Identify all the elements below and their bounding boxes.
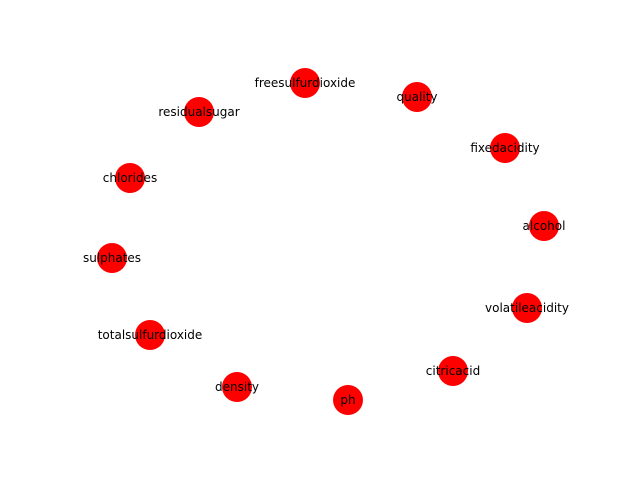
node-totalsulfurdioxide [135, 320, 165, 350]
node-fixedacidity [490, 133, 520, 163]
node-citricacid [438, 356, 468, 386]
node-label-chlorides: chlorides [103, 171, 157, 185]
node-label-citricacid: citricacid [426, 364, 480, 378]
node-label-ph: ph [340, 393, 355, 407]
node-freesulfurdioxide [290, 68, 320, 98]
node-label-freesulfurdioxide: freesulfurdioxide [255, 76, 356, 90]
node-label-volatileacidity: volatileacidity [485, 301, 569, 315]
node-ph [333, 385, 363, 415]
node-label-residualsugar: residualsugar [158, 105, 239, 119]
node-label-density: density [215, 380, 259, 394]
nodes-layer [97, 68, 559, 415]
labels-layer: freesulfurdioxide quality residualsugar fix… [83, 76, 569, 407]
node-label-fixedacidity: fixedacidity [470, 141, 539, 155]
node-quality [402, 82, 432, 112]
node-label-quality: quality [396, 90, 437, 104]
node-residualsugar [184, 97, 214, 127]
node-volatileacidity [512, 293, 542, 323]
node-label-sulphates: sulphates [83, 251, 141, 265]
node-alcohol [529, 211, 559, 241]
node-chlorides [115, 163, 145, 193]
node-label-alcohol: alcohol [523, 219, 566, 233]
node-sulphates [97, 243, 127, 273]
node-label-totalsulfurdioxide: totalsulfurdioxide [98, 328, 203, 342]
node-density [222, 372, 252, 402]
